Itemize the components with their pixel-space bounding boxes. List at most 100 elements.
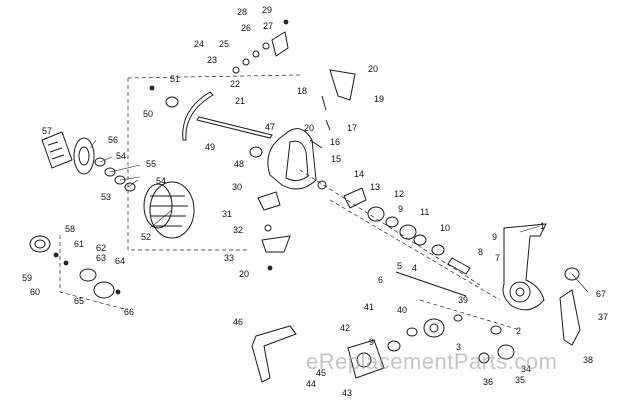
part-number-37: 37 (598, 312, 609, 322)
part-number-33: 33 (224, 253, 235, 263)
part-number-28: 28 (237, 7, 248, 17)
part-number-20c: 20 (239, 269, 250, 279)
part-number-56: 56 (108, 135, 119, 145)
part-number-1: 1 (540, 221, 546, 231)
part-number-22: 22 (230, 79, 241, 89)
part-number-62: 62 (96, 243, 107, 253)
part-number-3: 3 (456, 342, 462, 352)
assembly-line-knob (59, 235, 129, 311)
bail-trip-parts (257, 191, 291, 271)
part-number-30: 30 (232, 182, 243, 192)
part-number-35: 35 (515, 375, 526, 385)
part-number-60: 60 (30, 287, 41, 297)
part-number-36: 36 (483, 377, 494, 387)
part-number-20a: 20 (368, 64, 379, 74)
spool (143, 181, 195, 239)
part-number-9c: 9 (369, 337, 375, 347)
part-number-67: 67 (596, 289, 607, 299)
rotor (249, 128, 317, 190)
rotor-fasteners (149, 85, 179, 108)
part-number-8: 8 (478, 247, 484, 257)
part-number-47: 47 (265, 122, 276, 132)
main-gear-parts (406, 314, 463, 338)
part-number-19: 19 (374, 94, 385, 104)
part-number-31: 31 (222, 209, 233, 219)
part-number-16: 16 (330, 137, 341, 147)
part-number-41: 41 (364, 302, 375, 312)
part-number-53: 53 (101, 192, 112, 202)
part-number-5: 5 (397, 261, 403, 271)
body-cap (564, 267, 580, 281)
part-number-52: 52 (141, 232, 152, 242)
part-number-49: 49 (205, 142, 216, 152)
part-number-50: 50 (143, 109, 154, 119)
bail-wire (182, 91, 273, 141)
part-number-58: 58 (65, 224, 76, 234)
side-cover (559, 289, 581, 346)
part-number-63: 63 (96, 253, 107, 263)
part-number-61: 61 (74, 239, 85, 249)
part-number-39: 39 (458, 295, 469, 305)
part-number-32: 32 (233, 225, 244, 235)
assembly-line-center (299, 169, 481, 286)
pinion-gear-parts (367, 206, 445, 256)
part-number-24: 24 (194, 39, 205, 49)
part-number-17: 17 (347, 123, 358, 133)
reel-body (502, 223, 547, 311)
part-number-20b: 20 (304, 123, 315, 133)
part-number-21: 21 (235, 96, 246, 106)
part-number-43: 43 (342, 388, 353, 398)
part-number-25: 25 (219, 39, 230, 49)
watermark-text: eReplacementParts.com (306, 349, 558, 374)
part-number-15: 15 (331, 154, 342, 164)
part-number-51: 51 (170, 74, 181, 84)
part-number-14: 14 (354, 169, 365, 179)
part-number-23: 23 (207, 55, 218, 65)
part-number-11: 11 (420, 207, 430, 217)
part-number-40: 40 (397, 305, 408, 315)
part-number-38: 38 (583, 355, 594, 365)
part-number-27: 27 (263, 21, 274, 31)
assembly-line-left-box (127, 78, 250, 251)
crank-handle (251, 325, 297, 383)
part-number-12: 12 (394, 189, 405, 199)
spool-washers (94, 157, 136, 192)
handle-knob-assembly (347, 339, 401, 379)
part-number-13: 13 (370, 182, 381, 192)
part-number-64: 64 (115, 256, 126, 266)
part-number-10: 10 (440, 223, 451, 233)
leader-lines (89, 139, 589, 293)
bail-arm-small-parts (232, 19, 289, 74)
assembly-line-body (419, 299, 521, 331)
part-number-48: 48 (234, 159, 245, 169)
part-number-29: 29 (262, 5, 273, 15)
part-number-9b: 9 (398, 204, 404, 214)
part-number-54a: 54 (116, 151, 127, 161)
small-screws (309, 95, 331, 149)
part-number-34: 34 (521, 364, 532, 374)
part-number-54b: 54 (156, 176, 167, 186)
part-number-26: 26 (241, 23, 252, 33)
part-number-59: 59 (22, 273, 33, 283)
part-number-57: 57 (42, 126, 53, 136)
bearing-parts (478, 325, 515, 364)
part-number-9a: 9 (492, 232, 498, 242)
part-number-66: 66 (124, 307, 135, 317)
part-number-46: 46 (233, 317, 244, 327)
part-number-45: 45 (316, 368, 327, 378)
part-number-18: 18 (297, 86, 308, 96)
part-number-42: 42 (340, 323, 351, 333)
part-number-2: 2 (516, 326, 522, 336)
part-number-55: 55 (146, 159, 157, 169)
part-number-4: 4 (412, 263, 418, 273)
anti-reverse-parts (317, 180, 367, 209)
assembly-line-top (127, 74, 301, 79)
part-number-65: 65 (74, 296, 85, 306)
spool-front-assembly (41, 131, 95, 175)
bail-arm (329, 69, 356, 101)
main-shaft (395, 257, 471, 297)
part-number-7: 7 (495, 253, 501, 263)
assembly-line-gear (329, 199, 501, 301)
